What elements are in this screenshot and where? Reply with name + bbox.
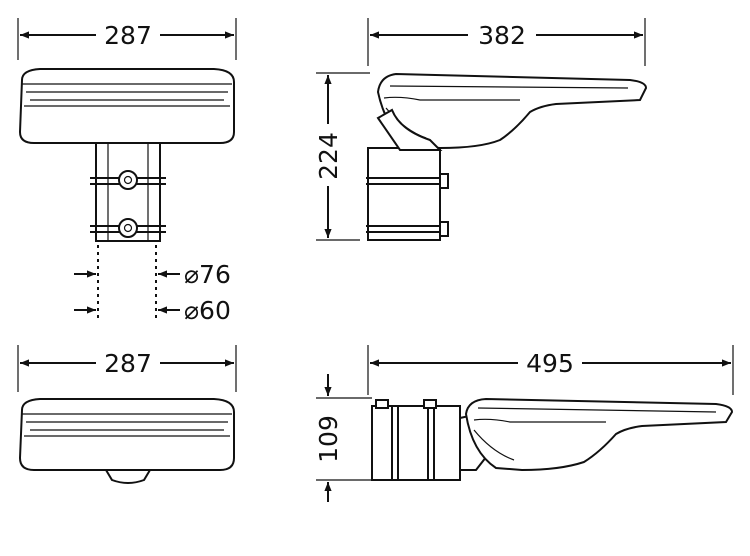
luminaire-front-top — [18, 68, 235, 144]
front-view-bottom: 287 — [17, 345, 237, 484]
side-view-top: 382 224 — [314, 18, 648, 241]
post-adapter-side — [366, 108, 449, 241]
dim-label-495: 495 — [526, 349, 574, 378]
dim-label-287-bottom: 287 — [104, 349, 152, 378]
dimension-side-bottom-width: 495 — [367, 345, 734, 395]
dimension-diameters: ⌀76 ⌀60 — [74, 245, 231, 325]
dim-label-diameter-76: ⌀76 — [184, 260, 231, 289]
dim-label-diameter-60: ⌀60 — [184, 296, 231, 325]
dim-label-109: 109 — [314, 415, 343, 463]
dim-label-382: 382 — [478, 21, 526, 50]
dimension-front-bottom-width: 287 — [17, 345, 237, 392]
post-adapter-front — [90, 142, 166, 242]
luminaire-front-bottom — [18, 398, 235, 484]
dimension-side-top-width: 382 — [367, 18, 646, 66]
side-entry-adapter — [371, 399, 492, 481]
dimension-side-bottom-height: 109 — [314, 374, 372, 502]
dimension-side-top-height: 224 — [314, 72, 370, 241]
dim-label-287-top: 287 — [104, 21, 152, 50]
dim-label-224: 224 — [314, 132, 343, 180]
luminaire-side-bottom — [464, 397, 734, 472]
front-view-top: 287 ⌀76 — [17, 18, 237, 325]
side-view-bottom: 495 109 — [314, 345, 734, 502]
dimension-front-top-width: 287 — [17, 18, 237, 60]
